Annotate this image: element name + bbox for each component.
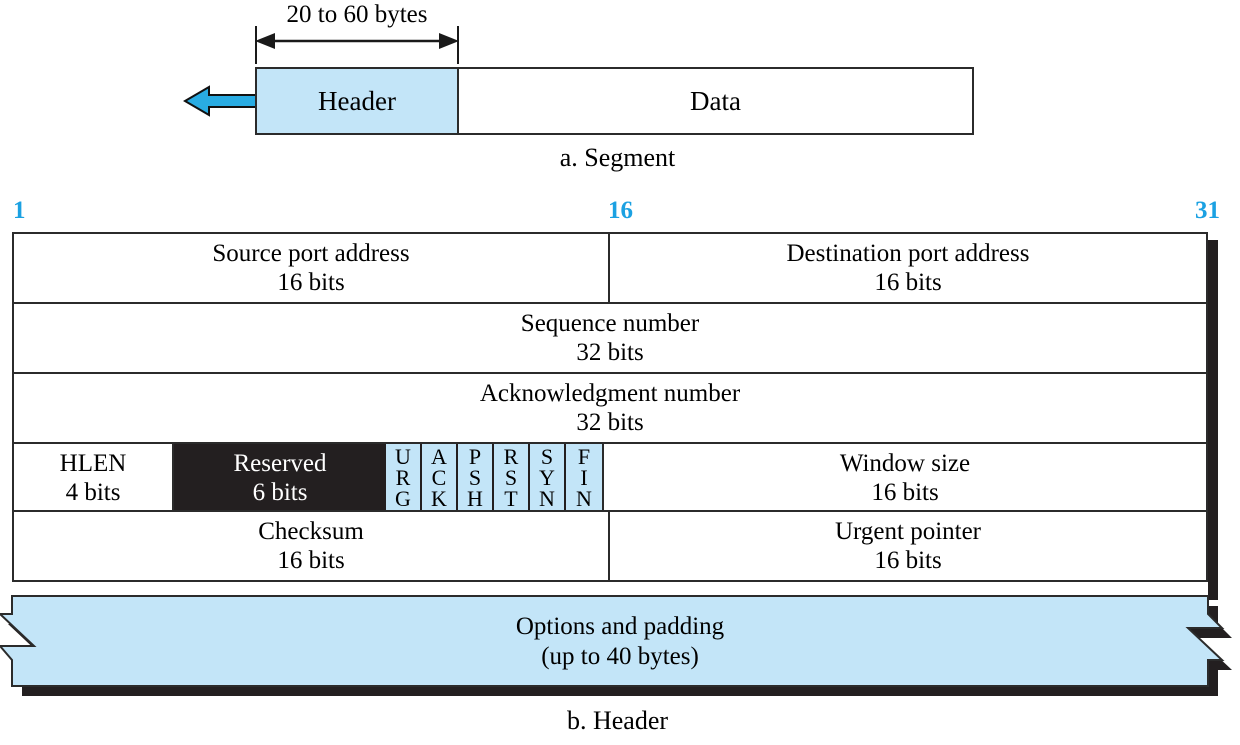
field-reserved: Reserved 6 bits <box>174 444 386 512</box>
flag-letter: R <box>395 464 411 490</box>
segment-header-box: Header <box>255 67 459 135</box>
field-size: 4 bits <box>65 479 121 506</box>
bit-marker-start: 1 <box>13 197 26 224</box>
field-urgent-pointer: Urgent pointer 16 bits <box>610 512 1206 580</box>
table-row: HLEN 4 bits Reserved 6 bits U R G A C K <box>12 442 1208 512</box>
table-row: Checksum 16 bits Urgent pointer 16 bits <box>12 510 1208 582</box>
field-source-port: Source port address 16 bits <box>14 234 610 302</box>
segment-data-label: Data <box>690 85 741 116</box>
flag-letter: S <box>468 464 482 490</box>
flag-letter: S <box>504 464 518 490</box>
header-caption: b. Header <box>566 706 669 735</box>
field-name: Reserved <box>233 450 327 477</box>
field-size: 6 bits <box>252 479 308 506</box>
field-window-size: Window size 16 bits <box>602 444 1206 512</box>
flag-letter: G <box>395 485 411 511</box>
table-drop-shadow <box>1208 240 1218 600</box>
field-acknowledgment-number: Acknowledgment number 32 bits <box>14 374 1206 442</box>
dimension-extension-line-right <box>457 26 459 64</box>
flag-urg: U R G <box>386 444 422 510</box>
field-size: 16 bits <box>874 269 942 296</box>
field-name: Destination port address <box>786 240 1030 267</box>
field-size: 16 bits <box>871 479 939 506</box>
header-size-dimension-label: 20 to 60 bytes <box>286 1 428 28</box>
field-name: Checksum <box>258 518 364 545</box>
flag-ack: A C K <box>422 444 458 510</box>
field-size: 32 bits <box>576 409 644 436</box>
field-options-and-padding <box>0 595 1232 696</box>
table-row: Acknowledgment number 32 bits <box>12 372 1208 442</box>
flag-letter: S <box>540 443 554 469</box>
flag-letter: N <box>539 485 555 511</box>
flag-fin: F I N <box>566 444 602 510</box>
dimension-double-arrow <box>255 33 459 49</box>
flag-letter: I <box>580 464 588 490</box>
segment-data-box: Data <box>457 67 974 135</box>
flag-rst: R S T <box>494 444 530 510</box>
field-checksum: Checksum 16 bits <box>14 512 610 580</box>
field-name: Sequence number <box>520 310 700 337</box>
bit-marker-middle: 16 <box>608 197 633 224</box>
flag-letter: K <box>431 485 447 511</box>
flag-psh: P S H <box>458 444 494 510</box>
table-row: Sequence number 32 bits <box>12 302 1208 372</box>
flag-letter: R <box>503 443 519 469</box>
flag-bits-group: U R G A C K P S H R S T <box>386 444 602 510</box>
transmission-direction-arrow <box>183 85 260 117</box>
field-size: 16 bits <box>874 547 942 574</box>
segment-caption: a. Segment <box>559 143 676 172</box>
dimension-extension-line-left <box>255 26 257 64</box>
segment-header-label: Header <box>318 85 396 116</box>
flag-letter: P <box>468 443 482 469</box>
field-name: Window size <box>839 450 971 477</box>
flag-letter: N <box>576 485 592 511</box>
flag-letter: Y <box>539 464 555 490</box>
field-name: Source port address <box>212 240 410 267</box>
flag-letter: H <box>467 485 483 511</box>
field-name: HLEN <box>59 450 127 477</box>
field-destination-port: Destination port address 16 bits <box>610 234 1206 302</box>
flag-letter: A <box>431 443 447 469</box>
field-size: 16 bits <box>277 547 345 574</box>
field-name: Acknowledgment number <box>479 380 741 407</box>
flag-syn: S Y N <box>530 444 566 510</box>
bit-marker-end: 31 <box>1195 197 1220 224</box>
field-size: 16 bits <box>277 269 345 296</box>
field-name: Urgent pointer <box>834 518 982 545</box>
flag-letter: F <box>577 443 591 469</box>
field-sequence-number: Sequence number 32 bits <box>14 304 1206 372</box>
flag-letter: C <box>431 464 447 490</box>
table-row: Source port address 16 bits Destination … <box>12 232 1208 302</box>
flag-letter: U <box>395 443 411 469</box>
flag-letter: T <box>504 485 518 511</box>
tcp-header-table: Source port address 16 bits Destination … <box>12 232 1208 582</box>
field-size: 32 bits <box>576 339 644 366</box>
field-hlen: HLEN 4 bits <box>14 444 174 512</box>
